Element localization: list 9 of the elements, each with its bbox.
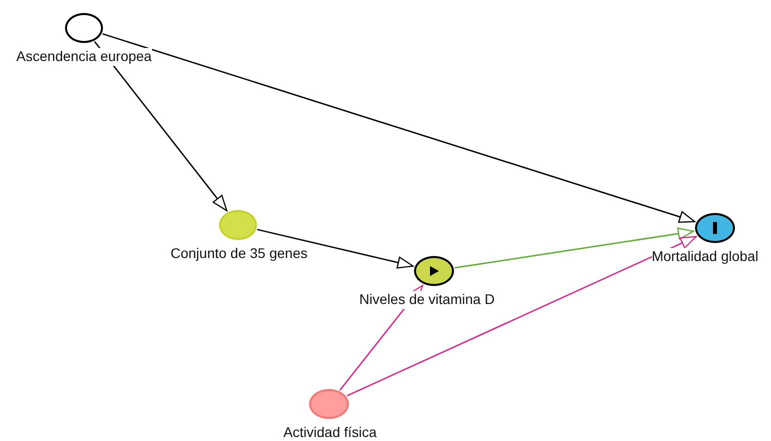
node-label: Conjunto de 35 genes [170,245,308,262]
arrow [454,228,694,269]
node-label: Niveles de vitamina D [359,291,495,308]
arrow [257,228,414,269]
arrow [94,41,228,212]
node-label: Ascendencia europea [16,48,152,66]
node-label: Mortalidad global [652,248,758,266]
arrow [346,236,697,396]
arrow [102,33,696,223]
